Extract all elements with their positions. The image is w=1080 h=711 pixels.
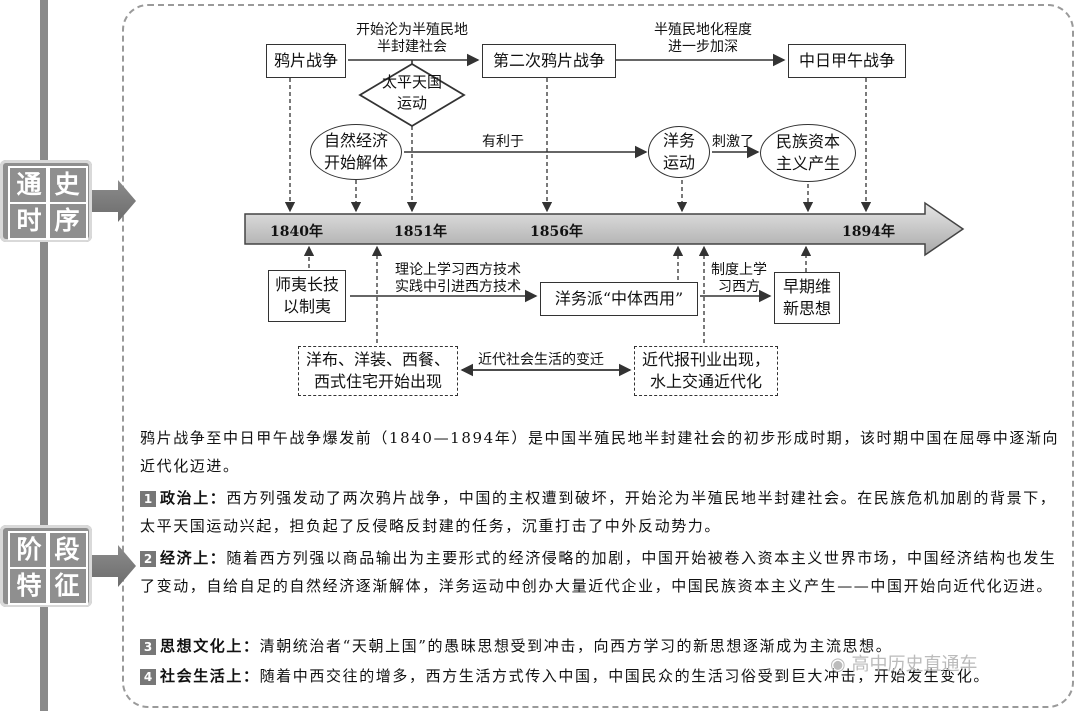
- item-body: 清朝统治者“天朝上国”的愚昧思想受到冲击，向西方学习的新思想逐渐成为主流思想。: [259, 637, 893, 655]
- side-tab-features: 阶 段 特 征: [0, 525, 92, 607]
- life-newspapers: 近代报刊业出现，水上交通近代化: [634, 346, 778, 396]
- label-semi-colonial: 开始沦为半殖民地半封建社会: [356, 22, 468, 55]
- intro-paragraph: 鸦片战争至中日甲午战争爆发前（1840—1894年）是中国半殖民地半封建社会的初…: [140, 429, 1060, 475]
- content-panel: [122, 4, 1074, 708]
- year-1856: 1856年: [530, 224, 583, 240]
- year-1894: 1894年: [842, 224, 895, 240]
- wechat-icon: ◉: [830, 654, 846, 675]
- label-stimulated: 刺激了: [712, 134, 754, 150]
- timeline-arrow-icon: [244, 201, 965, 257]
- label-learn-west: 理论上学习西方技术 实践中引进西方技术: [388, 262, 528, 296]
- item-heading: 社会生活上：: [160, 667, 260, 685]
- event-natural-economy: 自然经济开始解体: [310, 124, 402, 180]
- item-number: 1: [140, 491, 156, 507]
- label-theory-learn: 理论上学习西方技术: [395, 262, 521, 278]
- side-char: 特: [8, 567, 50, 605]
- item-body: 随着中西交往的增多，西方生活方式传入中国，中国民众的生活习俗受到巨大冲击，开始发…: [259, 667, 991, 685]
- year-1840: 1840年: [270, 224, 323, 240]
- label-system-learn: 制度上学习西方: [711, 262, 767, 295]
- side-char: 序: [46, 202, 88, 240]
- taiping-diamond: [358, 62, 466, 128]
- event-taiping: 太平天国运动: [381, 73, 442, 112]
- watermark-logo: ◉ 高中历史直通车: [830, 650, 977, 676]
- item-number: 4: [140, 669, 156, 685]
- item-number: 2: [140, 551, 156, 567]
- item-heading: 思想文化上：: [160, 637, 260, 655]
- side-char: 征: [46, 567, 88, 605]
- idea-shiyi: 师夷长技以制夷: [268, 270, 346, 322]
- item-heading: 经济上：: [160, 549, 227, 567]
- year-1851: 1851年: [394, 224, 447, 240]
- life-western-goods: 洋布、洋装、西餐、西式住宅开始出现: [298, 346, 458, 396]
- label-practice-learn: 实践中引进西方技术: [395, 279, 521, 295]
- item-body: 随着西方列强以商品输出为主要形式的经济侵略的加剧，中国开始被卷入资本主义世界市场…: [140, 549, 1057, 595]
- side-char: 时: [8, 202, 50, 240]
- idea-zhongti: 洋务派“中体西用”: [540, 282, 698, 316]
- event-westernization: 洋务运动: [648, 126, 710, 178]
- item-heading: 政治上：: [160, 489, 227, 507]
- side-arrow-icon: [92, 180, 136, 222]
- event-sino-japanese-war: 中日甲午战争: [788, 44, 906, 78]
- watermark-text: 高中历史直通车: [851, 654, 978, 675]
- idea-early-reform: 早期维新思想: [774, 272, 840, 324]
- item-number: 3: [140, 639, 156, 655]
- event-second-opium-war: 第二次鸦片战争: [482, 44, 616, 78]
- item-body: 西方列强发动了两次鸦片战争，中国的主权遭到破坏，开始沦为半殖民地半封建社会。在民…: [140, 489, 1057, 535]
- label-beneficial: 有利于: [482, 134, 524, 150]
- event-opium-war: 鸦片战争: [266, 44, 346, 78]
- vertical-rule: [40, 0, 48, 711]
- label-deepened: 半殖民地化程度进一步加深: [654, 22, 752, 55]
- side-tab-timeline: 通 史 时 序: [0, 160, 92, 242]
- side-arrow-icon: [92, 545, 136, 587]
- event-national-capitalism: 民族资本主义产生: [760, 124, 856, 182]
- label-social-change: 近代社会生活的变迁: [478, 352, 604, 368]
